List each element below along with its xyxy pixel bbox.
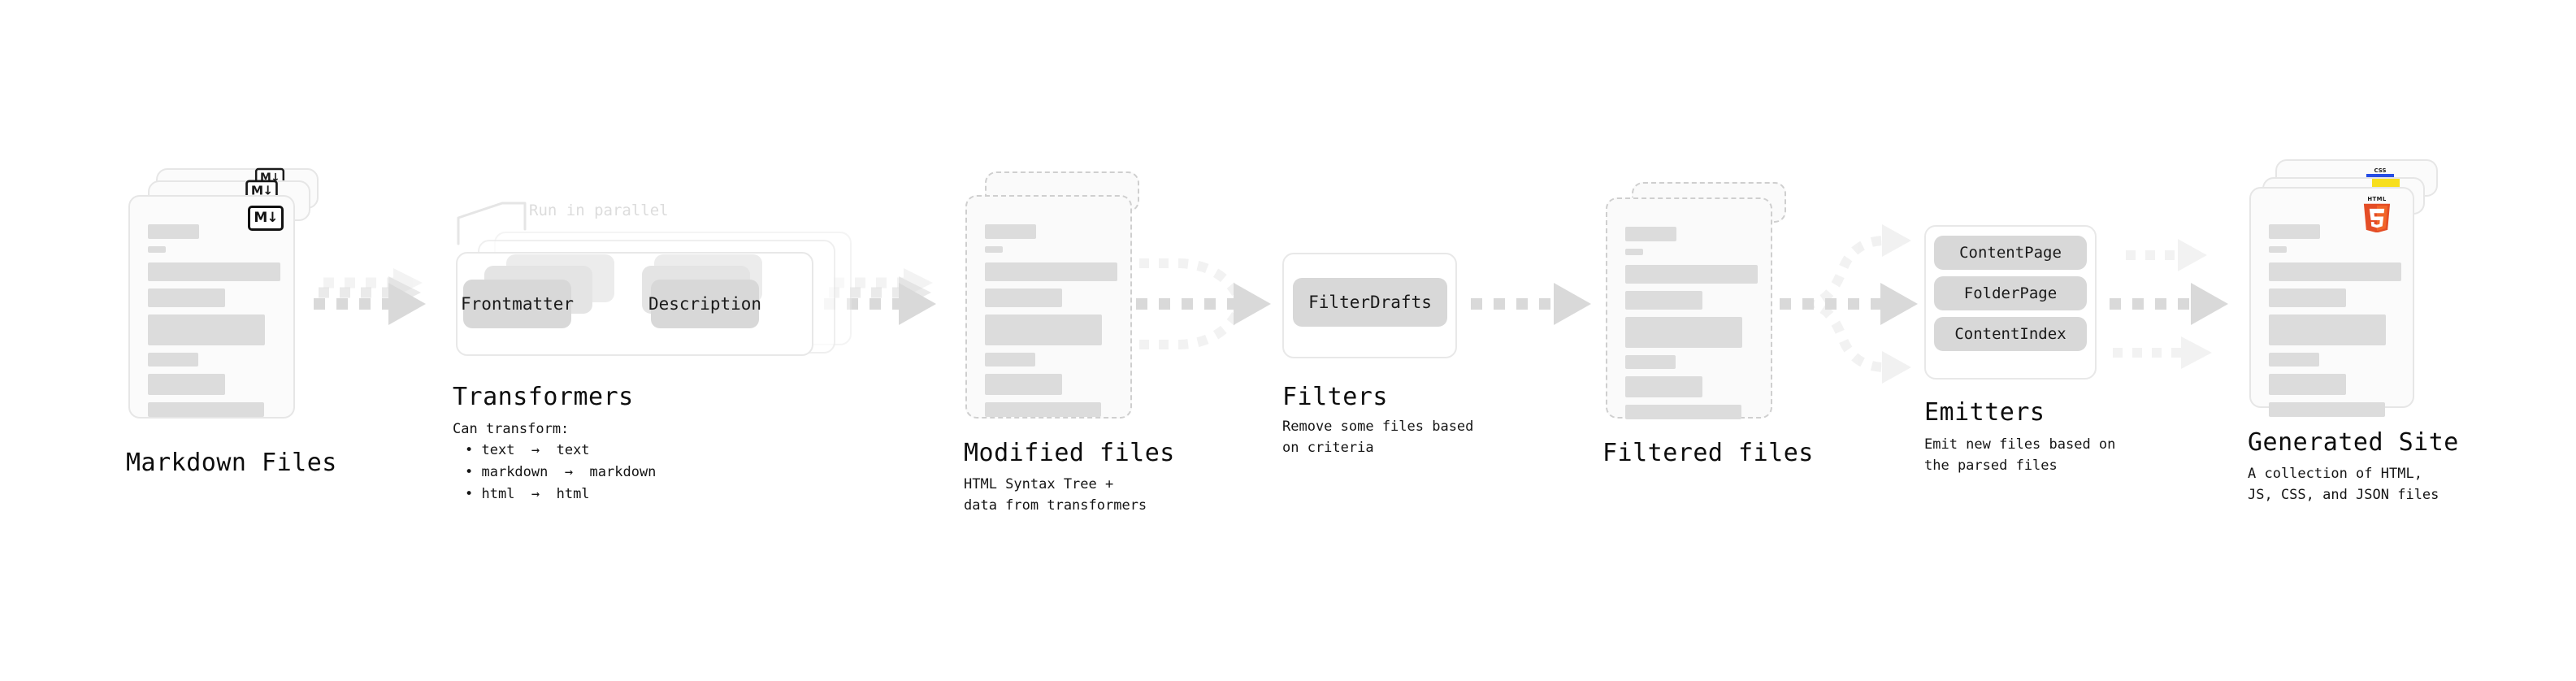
filtered-card-skeleton — [1625, 227, 1758, 427]
svg-text:HTML: HTML — [2367, 196, 2386, 202]
transformers-subtitle: Can transform: — [453, 421, 570, 437]
stage-title-generated-site: Generated Site — [2248, 428, 2459, 457]
emitters-chip-contentindex[interactable]: ContentIndex — [1934, 317, 2087, 351]
emitters-chip-contentpage[interactable]: ContentPage — [1934, 236, 2087, 270]
transformers-bullet-0: • text → text — [465, 442, 590, 458]
transformers-bullet-1-text: markdown → markdown — [481, 464, 657, 480]
css-icon: CSS — [2366, 163, 2394, 177]
html5-icon: HTML — [2363, 196, 2391, 232]
transformers-bullet-0-text: text → text — [481, 442, 590, 458]
connector-filters-to-filtered — [1471, 283, 1591, 325]
stage-title-transformers: Transformers — [453, 383, 634, 411]
emitters-subtitle: Emit new files based on the parsed files — [1924, 436, 2116, 474]
run-in-parallel-label: Run in parallel — [529, 202, 669, 219]
modified-files-subtitle: HTML Syntax Tree + data from transformer… — [964, 476, 1147, 514]
filters-chip-filterdrafts[interactable]: FilterDrafts — [1293, 278, 1447, 327]
stage-title-filtered-files: Filtered files — [1602, 439, 1814, 467]
transformers-bullet-2: • html → html — [465, 486, 590, 502]
generated-site-subtitle: A collection of HTML, JS, CSS, and JSON … — [2248, 466, 2439, 503]
transformers-bullet-1: • markdown → markdown — [465, 464, 657, 480]
transformer-chip-frontmatter[interactable]: Frontmatter — [461, 280, 574, 328]
modified-card-front — [965, 195, 1132, 419]
transformers-bullet-2-text: html → html — [481, 486, 590, 502]
site-card-skeleton — [2269, 224, 2401, 424]
connector-md-to-transformers — [314, 268, 426, 325]
connector-modified-to-filters — [1136, 258, 1271, 349]
filtered-card-front — [1606, 197, 1772, 419]
markdown-icon: M↓ — [248, 206, 284, 231]
site-card-html — [2249, 187, 2414, 417]
stage-title-modified-files: Modified files — [964, 439, 1175, 467]
connector-emitters-to-site — [2110, 239, 2228, 369]
modified-card-skeleton — [985, 224, 1117, 424]
markdown-card-front — [128, 195, 295, 419]
stage-title-filters: Filters — [1282, 383, 1388, 411]
markdown-card-skeleton — [148, 224, 280, 424]
connector-filtered-to-emitters — [1780, 224, 1918, 384]
filters-subtitle: Remove some files based on criteria — [1282, 419, 1474, 456]
stage-title-markdown-files: Markdown Files — [126, 449, 337, 477]
emitters-chip-folderpage[interactable]: FolderPage — [1934, 276, 2087, 310]
transformer-chip-description[interactable]: Description — [648, 280, 761, 328]
stage-title-emitters: Emitters — [1924, 398, 2045, 427]
